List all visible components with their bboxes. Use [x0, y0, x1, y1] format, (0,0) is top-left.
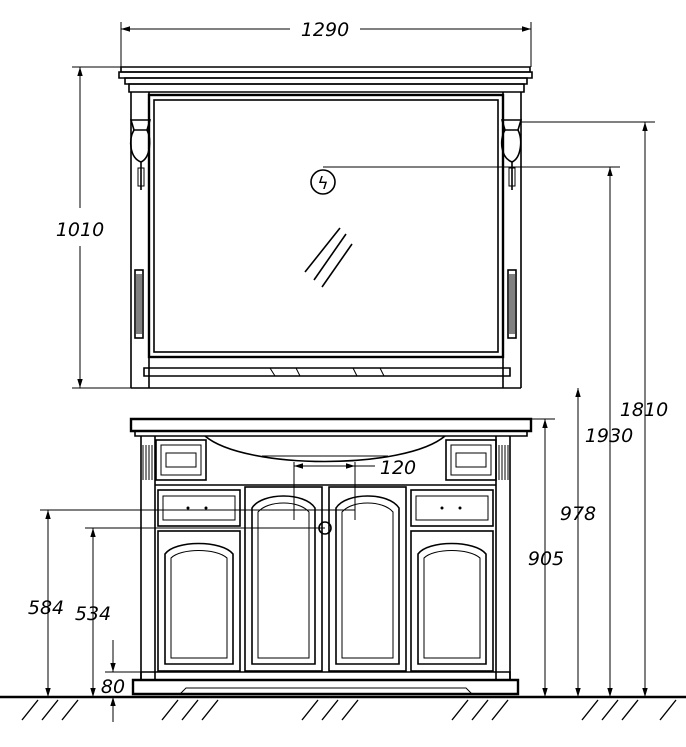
- right-lamp: [500, 119, 523, 190]
- center-right-door: [328, 486, 407, 672]
- dim-plinth-80: 80: [101, 640, 141, 722]
- center-left-door: [244, 486, 323, 672]
- dim-label-120: 120: [380, 457, 416, 479]
- glass-hatch-icon: [304, 227, 353, 288]
- dim-mirror-height-1010: 1010: [56, 66, 131, 389]
- dim-height-978: 978: [560, 388, 596, 697]
- dim-height-905: 905: [528, 418, 564, 697]
- floor-line: [0, 695, 686, 721]
- dim-label-1010: 1010: [56, 219, 104, 241]
- dim-label-1930: 1930: [585, 425, 633, 447]
- dim-height-584: 584: [28, 509, 355, 697]
- vanity-cabinet: [129, 417, 533, 696]
- dim-label-584: 584: [28, 597, 64, 619]
- dim-label-80: 80: [101, 676, 125, 698]
- right-bracket: [507, 269, 517, 339]
- mirror-assembly: ϟ: [118, 66, 533, 389]
- right-outer-door: [410, 530, 494, 672]
- left-outer-door: [157, 530, 241, 672]
- dim-label-905: 905: [528, 548, 564, 570]
- dim-width-1290: 1290: [120, 19, 532, 67]
- dim-label-534: 534: [75, 603, 111, 625]
- dim-height-534: 534: [75, 527, 325, 697]
- dim-lamp-height-1810: 1810: [521, 121, 668, 697]
- left-lamp: [129, 119, 152, 190]
- dim-socket-height-1930: 1930: [323, 166, 633, 697]
- left-bracket: [134, 269, 144, 339]
- electric-socket-icon: ϟ: [310, 169, 336, 195]
- dim-label-1810: 1810: [620, 399, 668, 421]
- dim-label-1290: 1290: [301, 19, 349, 41]
- socket-symbol: ϟ: [317, 174, 328, 194]
- dim-drain-offset-120: 120: [293, 457, 416, 520]
- dim-label-978: 978: [560, 503, 596, 525]
